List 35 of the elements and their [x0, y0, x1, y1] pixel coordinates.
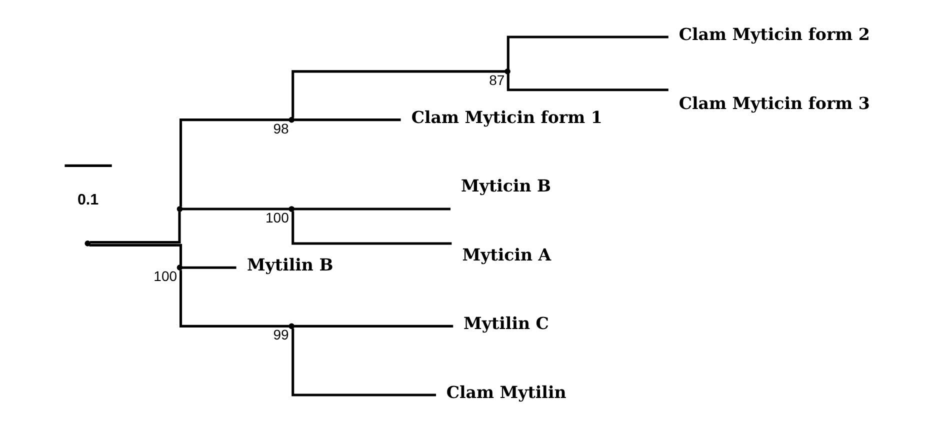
connector [88, 243, 182, 266]
connector [291, 70, 505, 118]
connector [506, 73, 668, 91]
connector [506, 35, 668, 69]
node-text: Clam Mytilin [446, 382, 566, 402]
node-text: Clam Myticin form 3 [678, 92, 870, 112]
node-point [176, 206, 182, 212]
connector [291, 210, 452, 244]
node-label: 100 [265, 208, 288, 225]
node-point [288, 206, 294, 212]
connector [294, 324, 453, 327]
node-text: Myticin A [462, 244, 551, 264]
node-point [504, 68, 510, 74]
connector [182, 266, 236, 268]
node-text: Clam Myticin form 1 [410, 106, 602, 126]
node-text: Mytilin B [246, 254, 333, 274]
connector [291, 328, 436, 396]
node-label: 99 [272, 326, 288, 342]
node-point [176, 264, 182, 270]
connector [294, 207, 450, 210]
connector [182, 207, 289, 210]
connector [294, 118, 400, 121]
connector [89, 211, 180, 244]
connector [178, 270, 289, 327]
node-text: Clam Myticin form 2 [678, 24, 870, 44]
node-point [288, 322, 294, 329]
node-point [288, 116, 294, 122]
node-point [84, 240, 90, 246]
node-label: 100 [153, 268, 177, 284]
label: 0.1 [76, 191, 98, 208]
node-label: 87 [488, 71, 504, 88]
node-label: 98 [272, 120, 288, 136]
node-text: Mytilin C [463, 312, 548, 333]
node-text: Myticin B [460, 175, 551, 196]
connector [178, 118, 289, 206]
